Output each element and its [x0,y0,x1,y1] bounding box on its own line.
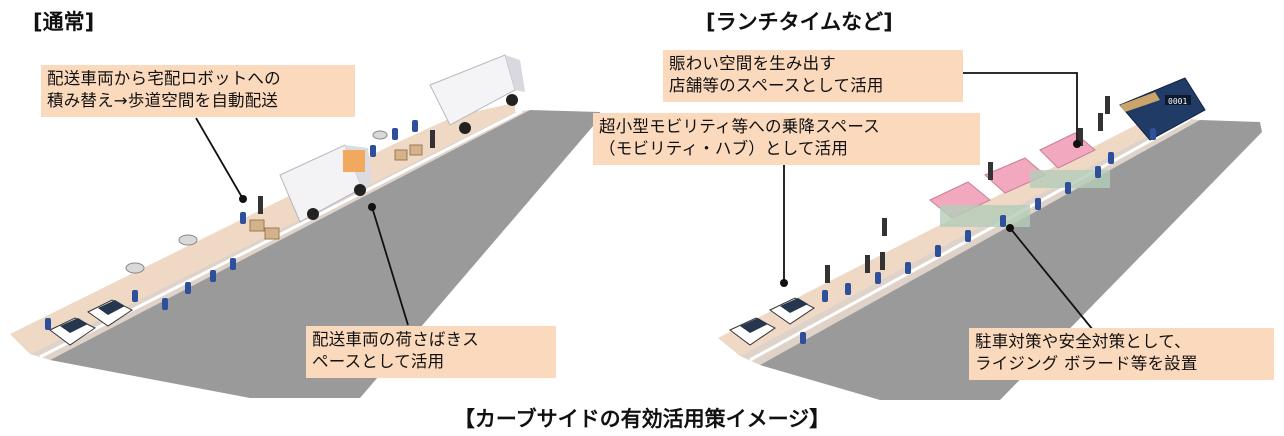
left-street-scene [10,54,600,398]
callout-robot-transfer: 配送車両から宅配ロボットへの 積み替え→歩道空間を自動配送 [41,65,355,117]
callout-loading-space: 配送車両の荷さばきス ペースとして活用 [306,326,556,378]
parcels-left [249,144,423,240]
leader-bollards [1009,227,1094,331]
police-car-left-1 [49,317,96,346]
delivery-robots-left [125,130,388,274]
leader-dot-shop-space [1073,140,1081,148]
bus-display-text: 0001 [1168,97,1187,106]
autonomous-bus: 0001 [1119,77,1206,141]
pedestrians-right [825,96,1110,283]
left-panel-title: [通常] [33,10,95,34]
leader-robot-transfer [195,117,244,200]
right-panel-title: [ランチタイムなど] [706,10,893,34]
figure-caption: 【カーブサイドの有効活用策イメージ】 [453,407,831,431]
leader-dot-robot-transfer [239,195,247,203]
leader-loading-space [371,206,409,326]
delivery-truck-far [429,54,525,134]
right-road [760,120,1262,400]
bollards-left [45,120,418,330]
police-car-right-2 [769,297,815,325]
leader-dot-mobility-hub [780,279,788,287]
leader-dot-bollards [1006,224,1014,232]
right-street-scene: 0001 [718,72,1262,400]
callout-bollards: 駐車対策や安全対策として、 ライジング ボラード等を設置 [969,328,1274,380]
bollards-right [800,128,1156,344]
callout-mobility-hub: 超小型モビリティ等への乗降スペース （モビリティ・ハブ）として活用 [593,113,980,165]
callout-shop-space: 賑わい空間を生み出す 店舗等のスペースとして活用 [663,50,963,102]
workers-left [258,130,435,214]
leader-dot-loading-space [368,203,376,211]
delivery-truck-near [279,144,372,223]
leader-shop-space [963,72,1078,144]
left-road [50,110,600,398]
police-car-left-2 [87,299,133,327]
police-car-right-1 [729,317,776,346]
